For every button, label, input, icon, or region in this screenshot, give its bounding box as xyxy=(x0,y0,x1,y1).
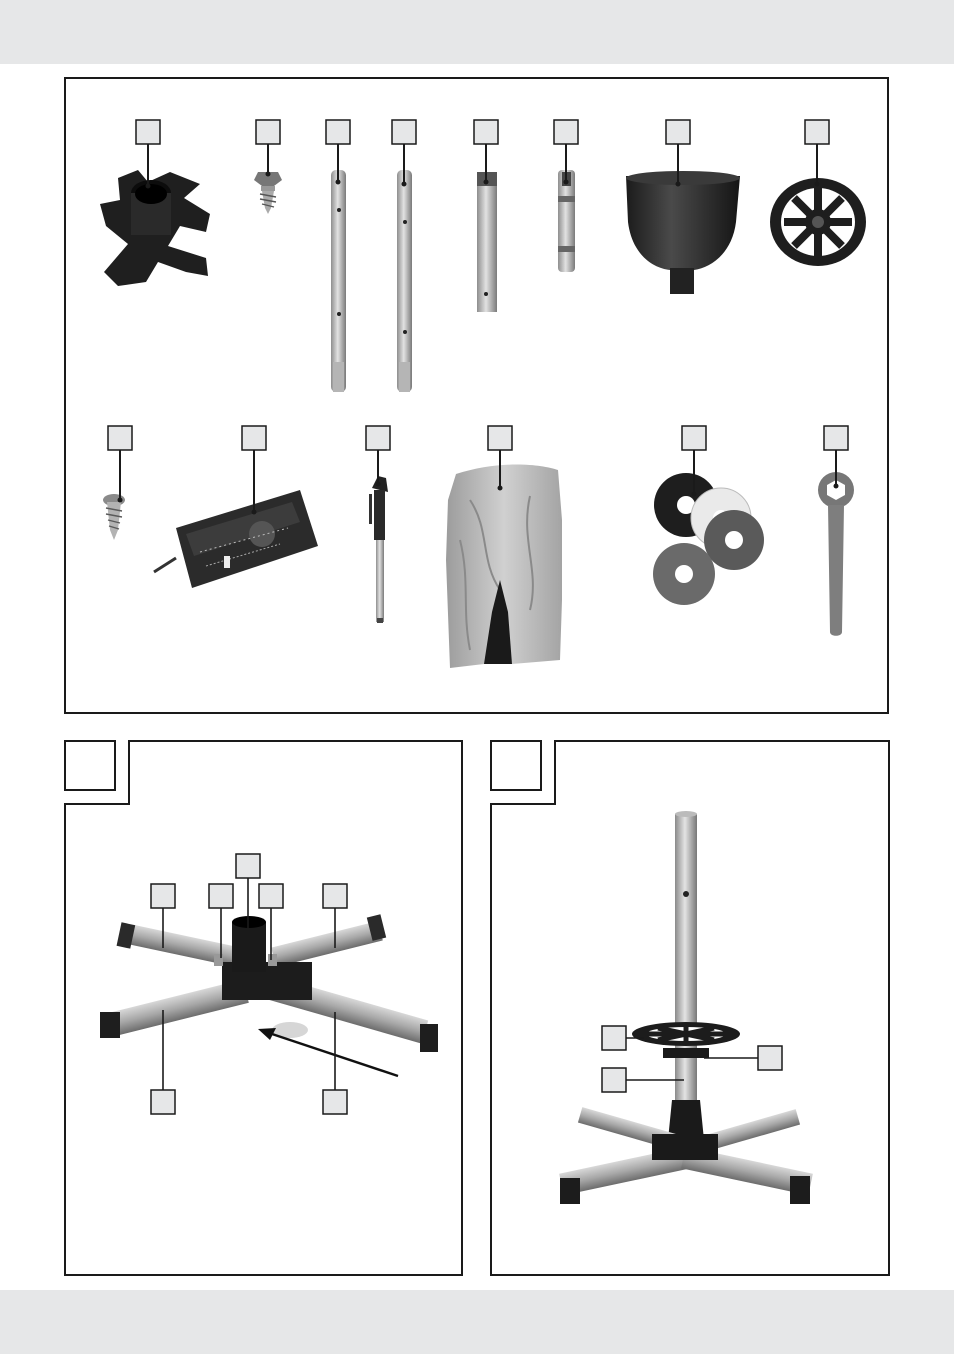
assembly-arrow-icon xyxy=(258,1028,399,1078)
washer-set-icon xyxy=(653,473,764,605)
funnel-cup-icon xyxy=(626,171,740,294)
callout-dots xyxy=(117,171,839,515)
wood-screw-icon xyxy=(254,172,282,214)
handwheel-icon xyxy=(770,178,866,266)
assembled-stand-icon xyxy=(559,811,813,1204)
figure-b-label-box xyxy=(490,740,542,791)
figure-callout-leaders xyxy=(162,878,758,1090)
cover-bag-icon xyxy=(446,464,562,668)
callout-leaders xyxy=(119,144,837,512)
figure-callout-boxes xyxy=(150,853,783,1115)
cross-base-icon xyxy=(100,170,210,286)
cross-stand-assembly-icon xyxy=(100,914,438,1052)
figure-a-label-box xyxy=(64,740,116,791)
spirit-level-icon xyxy=(153,490,318,588)
callout-boxes xyxy=(107,119,849,451)
spanner-icon xyxy=(818,472,854,636)
bottom-band xyxy=(0,1290,954,1354)
tube-icon xyxy=(331,170,346,392)
top-band xyxy=(0,0,954,64)
square-bar-icon xyxy=(477,172,497,312)
tube-icon xyxy=(397,170,412,392)
